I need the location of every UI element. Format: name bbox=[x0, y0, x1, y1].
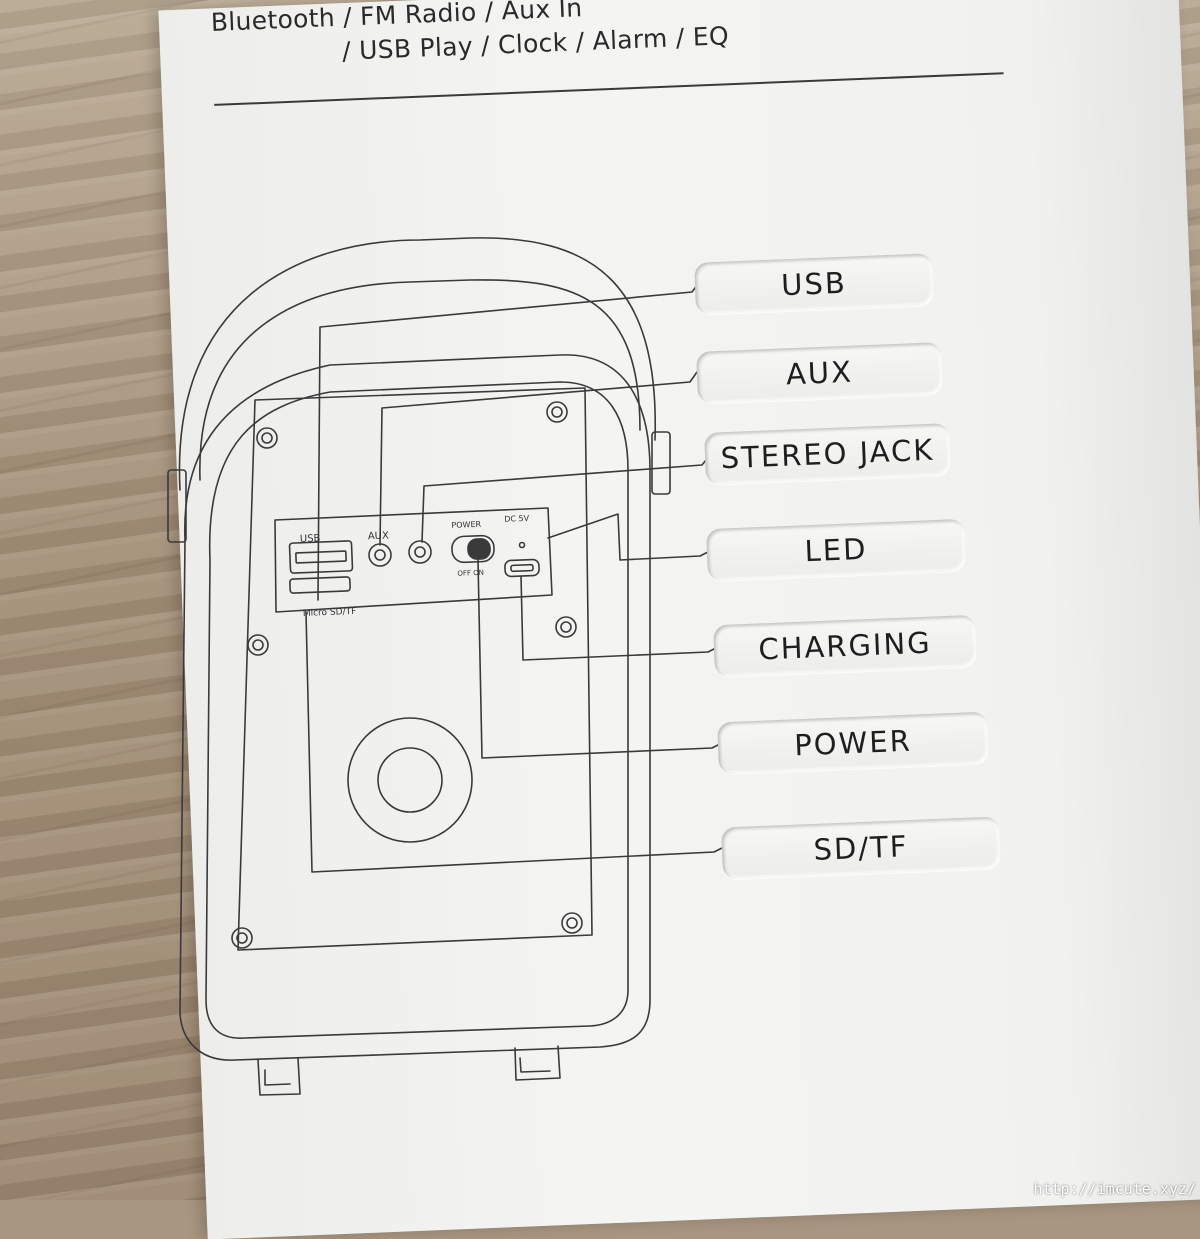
handle-outer bbox=[178, 237, 656, 491]
screw-tl bbox=[256, 427, 278, 449]
panel-dc-text: DC 5V bbox=[504, 514, 530, 524]
passive-radiator-outer bbox=[347, 717, 473, 843]
back-panel bbox=[237, 387, 593, 951]
label-power: POWER bbox=[717, 711, 989, 775]
passive-radiator-inner bbox=[377, 747, 443, 813]
left-clip bbox=[167, 469, 187, 543]
leader-charging bbox=[520, 575, 717, 661]
screw-tr bbox=[546, 401, 568, 423]
label-stereo-jack: STEREO JACK bbox=[704, 423, 951, 485]
leader-power bbox=[477, 559, 721, 759]
handle-inner bbox=[199, 279, 641, 481]
label-charging: CHARGING bbox=[713, 614, 977, 678]
panel-aux-text: AUX bbox=[368, 530, 390, 542]
panel-usb-text: USB bbox=[300, 533, 321, 545]
port-panel bbox=[274, 507, 553, 613]
screw-ml bbox=[247, 634, 269, 656]
led-indicator bbox=[518, 541, 526, 549]
screw-mr bbox=[555, 616, 577, 638]
stereo-jack-port bbox=[408, 540, 432, 564]
body-inner bbox=[205, 381, 629, 1039]
label-led: LED bbox=[706, 518, 966, 582]
label-sd-tf: SD/TF bbox=[721, 816, 1001, 880]
watermark: http://imcute.xyz/ bbox=[1033, 1180, 1196, 1198]
speaker-diagram: USB AUX POWER OFF ON DC 5V Micro SD/TF bbox=[167, 237, 723, 1096]
leader-aux bbox=[379, 371, 698, 546]
panel-power-text: POWER bbox=[451, 520, 481, 530]
foot-left bbox=[257, 1057, 301, 1096]
foot-right bbox=[514, 1045, 561, 1081]
power-switch bbox=[451, 534, 495, 564]
screw-bl bbox=[231, 927, 253, 949]
sd-slot bbox=[289, 576, 351, 594]
right-clip bbox=[651, 431, 671, 495]
body-outer bbox=[179, 354, 651, 1061]
label-usb: USB bbox=[694, 253, 934, 315]
aux-jack bbox=[368, 543, 392, 567]
usb-port bbox=[288, 540, 354, 574]
screw-br bbox=[561, 912, 583, 934]
label-aux: AUX bbox=[696, 342, 943, 404]
panel-off-on-text: OFF ON bbox=[457, 569, 484, 578]
leader-led bbox=[547, 513, 709, 561]
leader-sd-tf bbox=[305, 611, 723, 873]
panel-sd-text: Micro SD/TF bbox=[303, 607, 357, 619]
charging-port bbox=[504, 558, 540, 578]
